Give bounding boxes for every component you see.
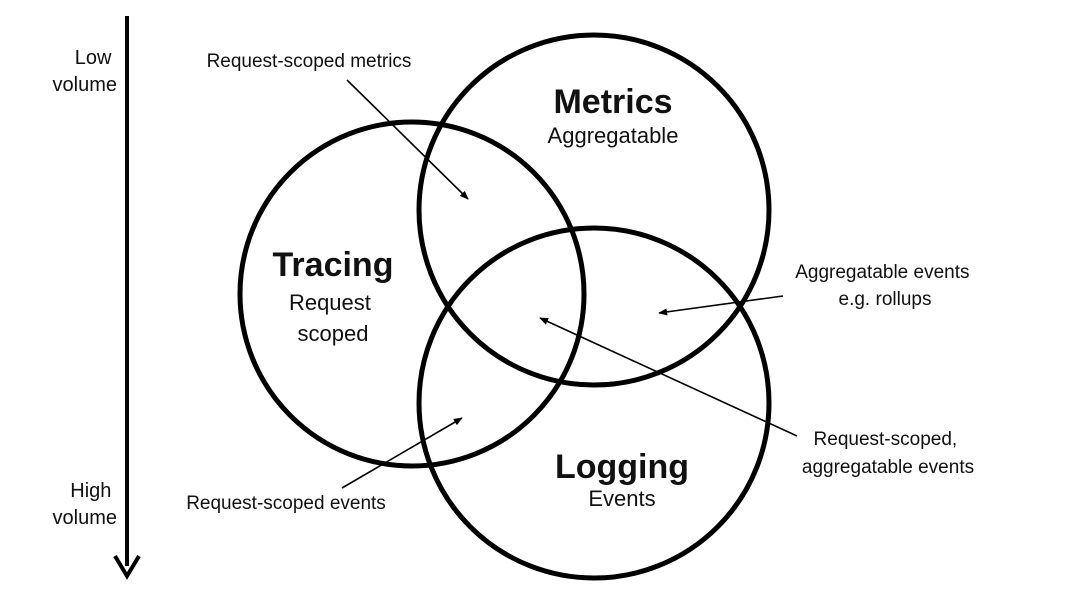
annotation-aggregatable-events: Aggregatable events e.g. rollups: [795, 262, 975, 310]
axis-bottom-label: High volume: [53, 480, 117, 529]
arrow-aggregatable-events: [658, 295, 784, 316]
volume-axis-arrowhead: [113, 554, 141, 580]
annotation-request-scoped-events: Request-scoped events: [186, 493, 386, 514]
arrow-request-scoped-metrics: [346, 79, 469, 200]
logging-title: Logging: [555, 448, 689, 486]
axis-top-label: Low volume: [53, 47, 117, 96]
metrics-circle: [416, 32, 772, 388]
logging-circle: [416, 225, 772, 581]
tracing-subtitle: Request scoped: [289, 290, 377, 346]
annotation-request-scoped-metrics: Request-scoped metrics: [207, 51, 412, 72]
metrics-title: Metrics: [553, 83, 672, 121]
arrow-request-scoped-aggregatable: [539, 317, 798, 437]
metrics-subtitle: Aggregatable: [548, 123, 679, 148]
arrow-request-scoped-events: [341, 417, 463, 489]
annotation-request-scoped-aggregatable: Request-scoped, aggregatable events: [802, 429, 974, 478]
tracing-title: Tracing: [273, 246, 394, 284]
logging-subtitle: Events: [588, 486, 655, 511]
tracing-circle: [237, 119, 587, 469]
